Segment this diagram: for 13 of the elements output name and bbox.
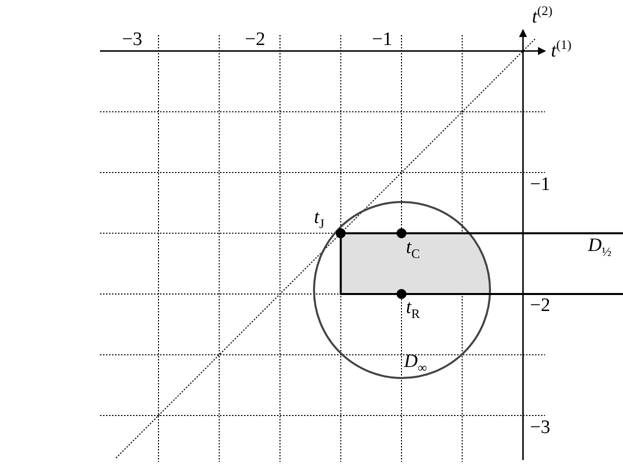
tick-label: −3 [122,30,142,49]
tick-label: −2 [530,296,550,315]
axis-label: t$^{(2)}$ [532,4,552,26]
tick-label: −3 [530,418,550,437]
point-label: t$_{J}$ [314,208,324,230]
tick-label: −1 [372,30,392,49]
region-label: D$_{∞}$ [404,352,428,374]
point-label: t$_{C}$ [406,238,420,260]
region-label: D$_{½}$ [588,236,612,258]
axis-label: t$^{(1)}$ [551,38,572,60]
point-label: t$_{R}$ [406,298,420,320]
tick-label: −2 [245,30,266,49]
tick-label: −1 [530,175,550,194]
